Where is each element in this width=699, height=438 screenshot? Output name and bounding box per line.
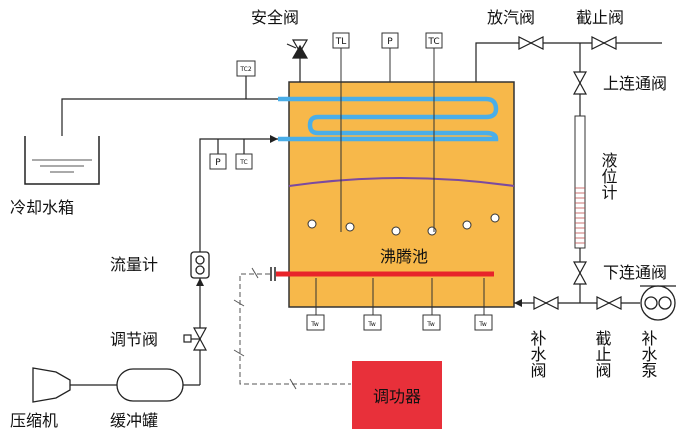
stop-valve-top-label: 截止阀	[576, 8, 624, 27]
tw-sensors	[315, 278, 485, 315]
sensor-p-top: P	[381, 32, 399, 49]
flow-meter-label: 流量计	[110, 255, 158, 274]
svg-text:TL: TL	[335, 37, 347, 47]
sensor-p-side: P	[209, 153, 227, 170]
svg-text:Tw: Tw	[310, 321, 319, 328]
sensor-tl: TL	[332, 32, 350, 49]
flow-meter	[190, 251, 210, 279]
svg-text:Tw: Tw	[478, 321, 487, 328]
svg-text:P: P	[387, 37, 393, 47]
bubbles	[307, 213, 500, 236]
compressor	[32, 367, 71, 403]
inflow-arrow	[514, 299, 522, 307]
boiling-pool	[288, 81, 515, 308]
boiling-pool-label: 沸腾池	[380, 247, 428, 266]
regulating-valve	[183, 327, 208, 351]
svg-text:P: P	[215, 158, 221, 168]
makeup-valve-label: 补水阀	[528, 330, 547, 379]
vent-valve-label: 放汽阀	[487, 8, 535, 27]
vent-valve	[518, 36, 544, 50]
sensor-tw-2: Tw	[363, 314, 382, 331]
level-gauge-label: 液位计	[599, 152, 618, 200]
power-regulator	[352, 361, 442, 429]
svg-text:Tw: Tw	[367, 321, 376, 328]
upper-connecting-valve-label: 上连通阀	[603, 74, 667, 93]
cooling-coil	[278, 96, 499, 142]
sensor-tc-side: TC	[235, 153, 253, 170]
stop-valve-bottom	[596, 296, 622, 310]
upper-connecting-valve	[572, 71, 588, 95]
power-wire	[239, 273, 351, 385]
level-gauge-marks	[575, 187, 585, 244]
lower-connecting-valve	[572, 261, 588, 285]
stop-valve-top	[591, 36, 617, 50]
buffer-tank-label: 缓冲罐	[110, 411, 158, 430]
safety-valve-label: 安全阀	[251, 8, 299, 27]
lower-connecting-valve-label: 下连通阀	[603, 263, 667, 282]
wire-ticks	[233, 267, 297, 390]
regulating-valve-label: 调节阀	[110, 330, 158, 349]
svg-text:Tw: Tw	[426, 321, 435, 328]
buffer-tank	[116, 368, 184, 402]
svg-text:TC2: TC2	[239, 66, 252, 73]
makeup-pump	[640, 285, 676, 321]
safety-valve	[286, 39, 309, 59]
sensor-tc2: TC2	[236, 60, 256, 77]
stop-valve-bottom-label: 截止阀	[593, 330, 612, 379]
compressor-label: 压缩机	[10, 411, 58, 430]
power-regulator-label: 调功器	[373, 387, 421, 406]
svg-text:TC: TC	[239, 159, 248, 166]
cooling-tank-label: 冷却水箱	[10, 198, 74, 217]
sensor-tw-1: Tw	[306, 314, 325, 331]
sensor-tw-3: Tw	[422, 314, 441, 331]
coil-inlet-line	[199, 138, 278, 252]
sensor-tc-top: TC	[425, 32, 443, 49]
water-lines	[32, 159, 92, 173]
makeup-valve	[533, 296, 559, 310]
flow-arrow	[196, 278, 204, 286]
liquid-level-line	[288, 177, 515, 187]
thermocouple-rods	[340, 48, 435, 232]
svg-text:TC: TC	[427, 37, 439, 47]
sensor-tw-4: Tw	[474, 314, 493, 331]
makeup-pump-label: 补水泵	[639, 330, 658, 378]
inlet-arrow	[270, 135, 278, 143]
